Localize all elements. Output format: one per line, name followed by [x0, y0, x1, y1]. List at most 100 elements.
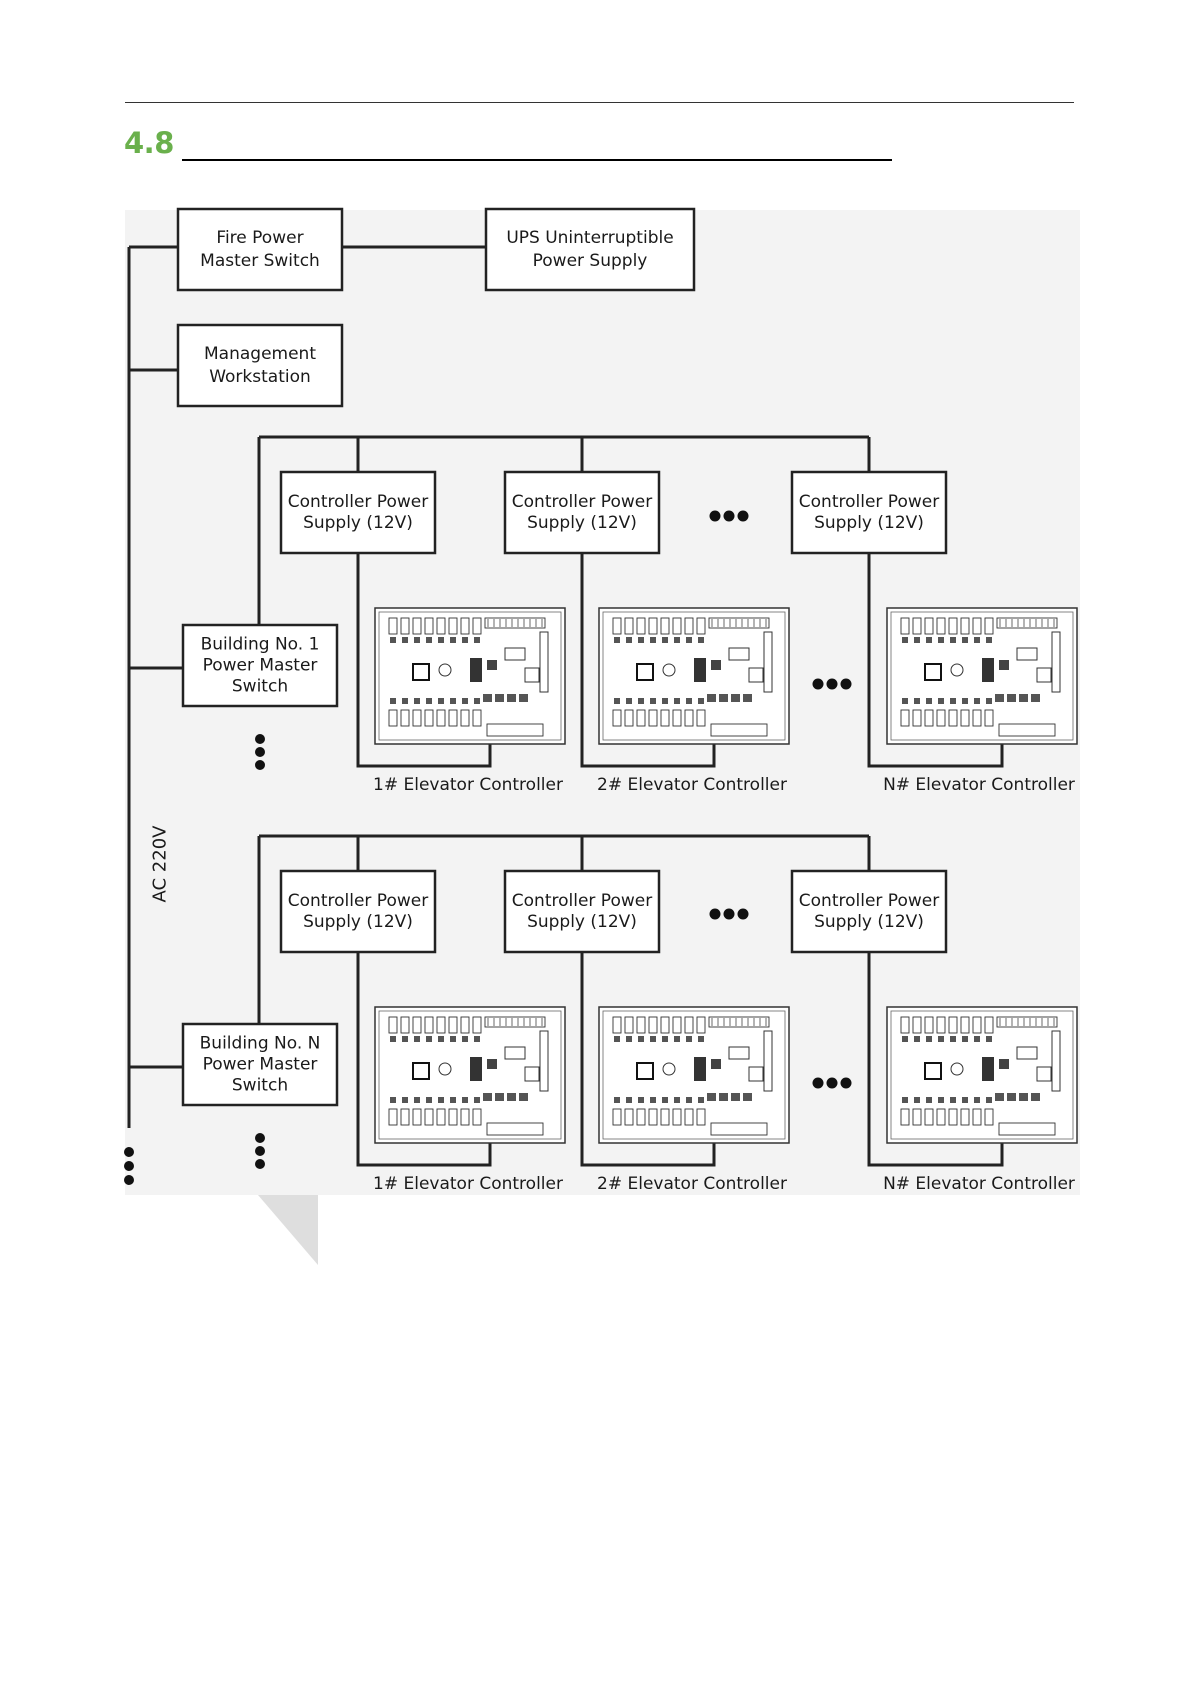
building-n-elevator-controller-board-relay-bottom	[612, 1108, 622, 1126]
building-1-elevator-controller-board-chip-bottom	[650, 698, 656, 704]
building-1-elevator-controller-board-relay-top	[684, 617, 694, 635]
building-1-elevator-controller-board-chip-top	[474, 637, 480, 643]
building-1-elevator-controller-board-small-ic	[707, 694, 716, 702]
building-n-building-ellipsis	[255, 1133, 265, 1169]
building-n-elevator-controller-board-relay-top	[424, 1016, 434, 1034]
building-1-elevator-controller-board-relay-bottom	[424, 709, 434, 727]
page-shadow-decoration	[258, 1195, 318, 1265]
building-n-elevator-controller-board-terminal-top	[484, 1016, 546, 1028]
building-1-elevator-controller-board-chip-bottom	[674, 698, 680, 704]
building-n-controller-power-supply-frame	[790, 869, 948, 954]
section-number: 4.8	[124, 126, 174, 160]
management-workstation-label: Workstation	[209, 367, 311, 387]
building-n-elevator-controller-board-relay-bottom	[684, 1108, 694, 1126]
building-n-elevator-controller-board-small-ic	[495, 1093, 504, 1101]
building-n-elevator-controller-board-ic-1	[694, 1057, 706, 1081]
building-n-controller-power-supply-label: Supply (12V)	[527, 912, 637, 932]
building-n-elevator-controller-board-chip-top	[926, 1036, 932, 1042]
building-n-elevator-controller-board-small-ic	[731, 1093, 740, 1101]
building-n-elevator-controller-board-cpu	[636, 1062, 654, 1080]
building-n-elevator-controller-board-small-ic	[743, 1093, 752, 1101]
building-n-elevator-controller-board-chip-top	[638, 1036, 644, 1042]
building-n-elevator-controller-board-relay-top	[472, 1016, 482, 1034]
building-n-elevator-controller-board-chip-bottom	[926, 1097, 932, 1103]
building-1-elevator-controller-board-relay-top	[624, 617, 634, 635]
building-1-elevator-controller-board-chip-top	[638, 637, 644, 643]
building-1-elevator-controller-board-chip-top	[462, 637, 468, 643]
building-n-controller-power-supply-label: Controller Power	[288, 891, 428, 911]
building-n-elevator-controller-board-relay-bottom	[948, 1108, 958, 1126]
building-n-elevator-controller-board-chip-top	[474, 1036, 480, 1042]
building-n-psu-to-controller	[867, 952, 1004, 1167]
building-1-elevator-controller-board-chip-top	[698, 637, 704, 643]
building-1-elevator-controller-board-chip-top	[950, 637, 956, 643]
building-n-elevator-controller-board-ic-2	[999, 1059, 1009, 1069]
building-1-elevator-controller-board-relay-top	[648, 617, 658, 635]
building-n-controller-label: 2# Elevator Controller	[597, 1174, 787, 1194]
building-n-elevator-controller-board-cpu	[412, 1062, 430, 1080]
building-1-elevator-controller-board-small-ic	[995, 694, 1004, 702]
building-1-elevator-controller-board-relay-bottom	[460, 709, 470, 727]
building-n-elevator-controller-board-relay-top	[648, 1016, 658, 1034]
building-n-elevator-controller-board-ic-2	[711, 1059, 721, 1069]
building-n-elevator-controller-board-relay-top	[436, 1016, 446, 1034]
building-1-elevator-controller-board-chip-top	[902, 637, 908, 643]
building-n-elevator-controller-board-relay-bottom	[924, 1108, 934, 1126]
building-1-elevator-controller-board-relay-top	[924, 617, 934, 635]
building-1-elevator-controller-board-relay-bottom	[936, 709, 946, 727]
building-1-power-master-switch-label: Switch	[232, 677, 288, 697]
building-1-elevator-controller-board-relay-bottom	[696, 709, 706, 727]
building-1-elevator-controller-board-terminal-top	[996, 617, 1058, 629]
building-1-elevator-controller-board-chip-bottom	[662, 698, 668, 704]
building-1-elevator-controller-board-relay-bottom	[900, 709, 910, 727]
building-1-building-ellipsis-dot	[255, 747, 265, 757]
building-n-elevator-controller-board-terminal-top	[708, 1016, 770, 1028]
building-n-psu-ellipsis	[709, 908, 749, 920]
building-1-elevator-controller-board	[374, 607, 566, 745]
building-n-elevator-controller-board-chip-bottom	[698, 1097, 704, 1103]
building-n-elevator-controller-board-small-ic	[1031, 1093, 1040, 1101]
building-n-building-ellipsis-dot	[255, 1146, 265, 1156]
building-n-controller-power-supply-label: Controller Power	[512, 891, 652, 911]
building-1-elevator-controller-board-small-ic	[719, 694, 728, 702]
building-1-elevator-controller-board-relay-top	[400, 617, 410, 635]
building-1-elevator-controller-board-chip-top	[926, 637, 932, 643]
power-source-label: AC 220V	[150, 825, 171, 903]
building-n-elevator-controller-board-chip-bottom	[426, 1097, 432, 1103]
building-1-elevator-controller-board-terminal-top	[708, 617, 770, 629]
building-n-controller-power-supply-label: Controller Power	[799, 891, 939, 911]
building-n-power-master-switch-label: Power Master	[203, 1055, 318, 1075]
building-n-elevator-controller-board-relay-bottom	[648, 1108, 658, 1126]
building-n-elevator-controller-board-chip-top	[390, 1036, 396, 1042]
building-n-controller-ellipsis-dot	[840, 1077, 852, 1089]
management-workstation-label: Management	[204, 344, 316, 364]
building-1-elevator-controller-board-chip-top	[938, 637, 944, 643]
building-1-elevator-controller-board-relay-bottom	[948, 709, 958, 727]
building-1-elevator-controller-board-chip-top	[614, 637, 620, 643]
building-n-elevator-controller-board-relay-top	[412, 1016, 422, 1034]
building-1-elevator-controller-board-crystal	[950, 663, 964, 677]
building-1-elevator-controller-board-relay-bottom	[648, 709, 658, 727]
building-n-elevator-controller-board-chip-top	[626, 1036, 632, 1042]
building-1-controller-label: 1# Elevator Controller	[373, 775, 563, 795]
building-n-building-ellipsis-dot	[255, 1133, 265, 1143]
building-n-elevator-controller-board-relay-top	[672, 1016, 682, 1034]
building-1-elevator-controller-board-chip-bottom	[474, 698, 480, 704]
building-1-elevator-controller-board-chip-bottom	[462, 698, 468, 704]
building-1-elevator-controller-board-relay-bottom	[388, 709, 398, 727]
building-1-elevator-controller-board-chip-bottom	[698, 698, 704, 704]
building-1-elevator-controller-board-chip-bottom	[962, 698, 968, 704]
building-n-elevator-controller-board-chip-bottom	[974, 1097, 980, 1103]
building-1-elevator-controller-board-relay-top	[900, 617, 910, 635]
building-1-elevator-controller-board-chip-bottom	[926, 698, 932, 704]
building-1-elevator-controller-board-relay-top	[424, 617, 434, 635]
building-1-controller-label: N# Elevator Controller	[883, 775, 1075, 795]
building-n-elevator-controller-board-chip-top	[950, 1036, 956, 1042]
header-rule	[125, 102, 1074, 103]
building-1-psu-ellipsis	[709, 510, 749, 522]
building-n-elevator-controller-board-relay-top	[684, 1016, 694, 1034]
